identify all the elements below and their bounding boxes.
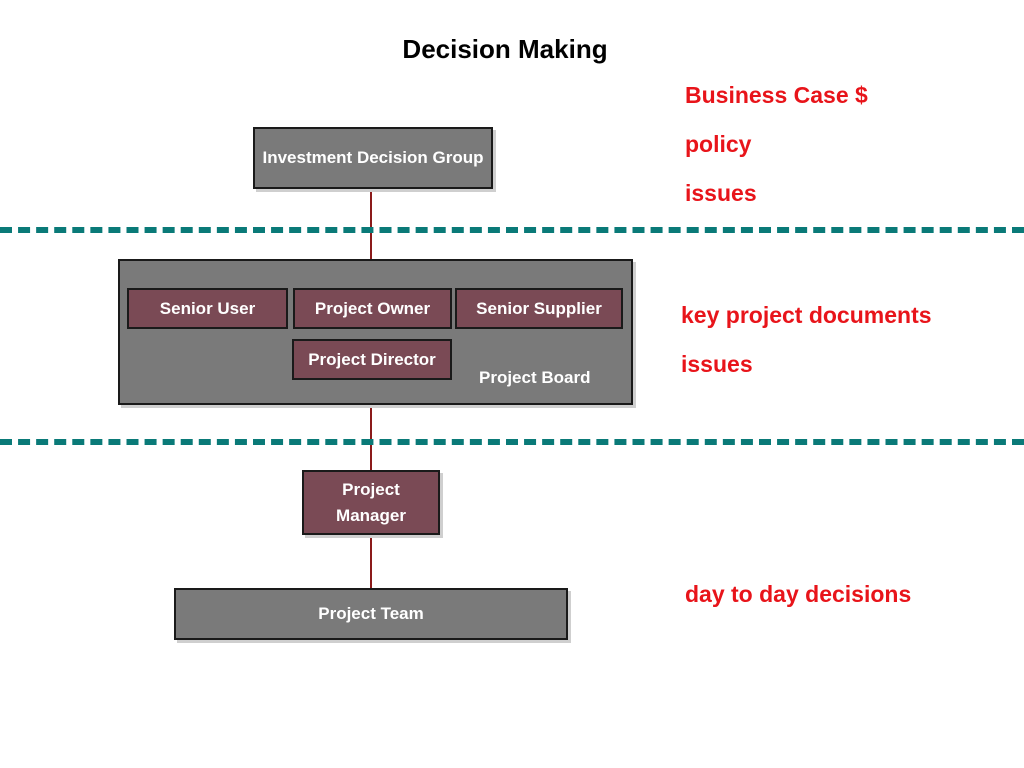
page-title: Decision Making [402, 34, 608, 64]
investment-decision-group-box: Investment Decision Group [253, 127, 493, 189]
divider-bottom [0, 439, 1024, 445]
project-owner-label: Project Owner [314, 298, 431, 318]
investment-decision-group-label: Investment Decision Group [262, 148, 484, 167]
note-business-case: Business Case $ [685, 82, 868, 108]
project-manager-label-line2: Manager [336, 505, 406, 525]
divider-top [0, 227, 1024, 233]
note-key-project-documents: key project documents [681, 302, 932, 328]
project-owner-box: Project Owner [293, 288, 452, 329]
note-day-to-day-decisions: day to day decisions [685, 581, 912, 607]
senior-supplier-box: Senior Supplier [455, 288, 623, 329]
project-board-box [118, 259, 633, 405]
project-director-box: Project Director [292, 339, 452, 380]
connector-igd-board [370, 188, 372, 260]
senior-user-box: Senior User [127, 288, 288, 329]
note-issues-board: issues [681, 351, 753, 377]
project-team-label: Project Team [318, 604, 424, 623]
note-policy: policy [685, 131, 752, 157]
project-manager-label-line1: Project [342, 479, 400, 499]
project-team-box: Project Team [174, 588, 568, 640]
connector-manager-team [370, 534, 372, 590]
project-director-label: Project Director [308, 349, 436, 369]
note-issues-investment: issues [685, 180, 757, 206]
project-manager-box: Project Manager [302, 470, 440, 535]
senior-supplier-label: Senior Supplier [476, 298, 602, 318]
senior-user-label: Senior User [159, 298, 256, 318]
project-board-label: Project Board [479, 368, 591, 387]
connector-board-manager [370, 404, 372, 472]
